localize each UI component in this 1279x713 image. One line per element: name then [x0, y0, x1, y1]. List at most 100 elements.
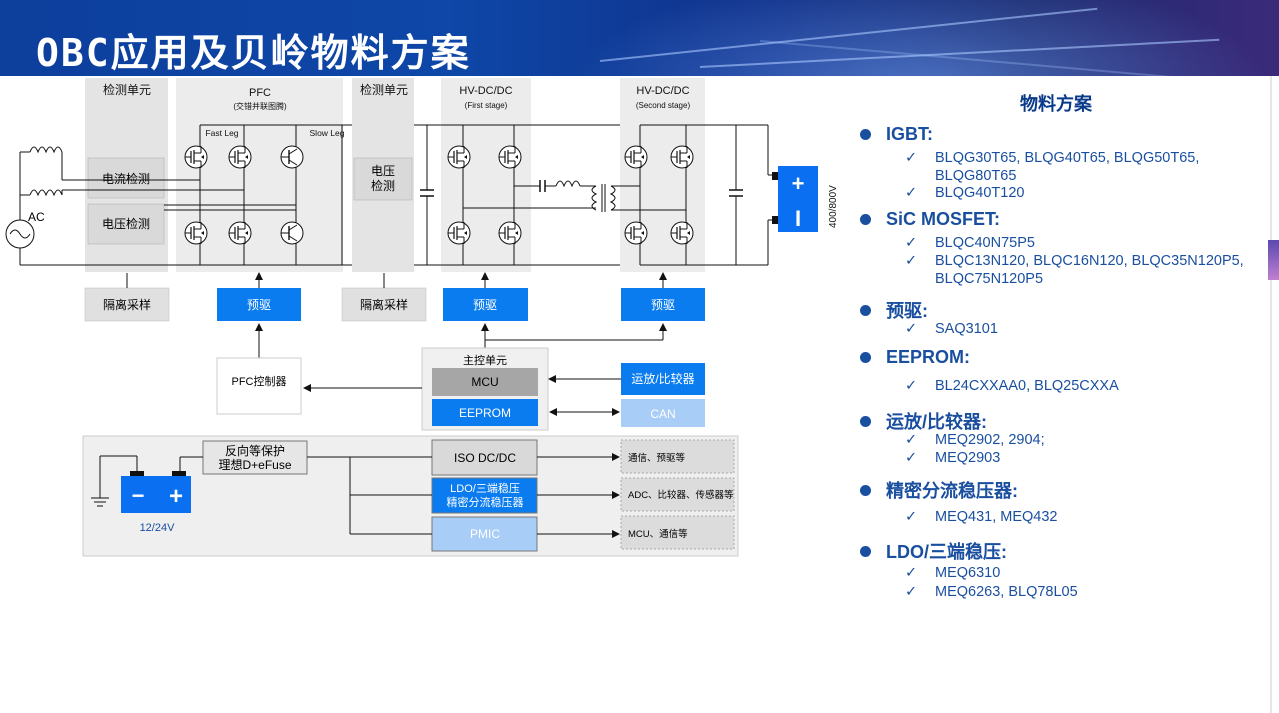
hv1-mosfet-icon — [498, 145, 522, 169]
ldo-label-1: LDO/三端稳压 — [450, 481, 520, 495]
isolation-sampling-1-box — [84, 287, 170, 322]
list-item: ✓SAQ3101 — [905, 321, 998, 337]
output-2-label: ADC、比较器、传感器等 — [628, 489, 734, 501]
check-icon: ✓ — [905, 235, 918, 251]
lv-battery-voltage: 12/24V — [140, 522, 176, 534]
predriver-1-box — [217, 288, 301, 321]
hv-battery-minus: I — [795, 206, 801, 231]
list-item: ✓BLQC40N75P5 — [905, 235, 1035, 251]
opamp-label: 运放/比较器 — [631, 371, 694, 386]
transformer-primary-icon — [591, 185, 598, 211]
voltage-detect-box — [87, 203, 165, 245]
category-sic-mosfet: SiC MOSFET: — [860, 209, 1000, 230]
predriver-2-box — [443, 288, 528, 321]
category-shunt-regulator: 精密分流稳压器: — [860, 477, 1018, 503]
main-control-label: 主控单元 — [463, 353, 507, 367]
hv-battery-plus: + — [792, 171, 805, 196]
materials-panel: 物料方案 IGBT: ✓BLQG30T65, BLQG40T65, BLQG50… — [850, 86, 1270, 626]
list-item: ✓BLQG40T120 — [905, 185, 1025, 201]
hv-dcdc-1-sub-label: (First stage) — [465, 101, 508, 110]
inductor-icon — [29, 146, 63, 154]
hv-dcdc-1-label: HV-DC/DC — [459, 85, 512, 97]
hv2-mosfet-icon — [670, 221, 694, 245]
check-icon: ✓ — [905, 321, 918, 337]
pfc-igbt-icon — [280, 145, 304, 169]
check-icon: ✓ — [905, 378, 918, 394]
bullet-icon — [860, 545, 871, 557]
pfc-igbt-icon — [280, 221, 304, 245]
bullet-icon — [860, 352, 871, 363]
inductor-icon — [29, 189, 63, 197]
list-item: ✓MEQ6263, BLQ78L05 — [905, 584, 1078, 600]
pfc-mosfet-icon — [184, 145, 208, 169]
check-icon: ✓ — [905, 253, 918, 269]
pfc-sub-label: (交错并联图腾) — [233, 101, 287, 111]
ldo-box — [431, 477, 538, 514]
pfc-controller-label: PFC控制器 — [232, 374, 287, 388]
output-2-box — [620, 477, 735, 512]
header-banner — [0, 0, 1279, 76]
current-detect-box — [87, 157, 165, 199]
mcu-box — [432, 368, 538, 396]
voltage-detect-2-label-a: 电压 — [371, 164, 395, 178]
check-icon: ✓ — [905, 450, 918, 466]
bullet-icon — [860, 304, 871, 316]
list-item: ✓MEQ6310 — [905, 565, 1001, 581]
check-icon: ✓ — [905, 432, 918, 448]
materials-title: 物料方案 — [1020, 94, 1092, 114]
lv-battery-plus: + — [169, 483, 183, 510]
header-glow — [540, 0, 1279, 76]
bullet-icon — [860, 484, 871, 496]
page-title: OBC应用及贝岭物料方案 — [36, 31, 471, 75]
output-3-box — [620, 515, 735, 550]
eeprom-box — [432, 399, 538, 426]
divider — [1270, 76, 1272, 713]
eeprom-label: EEPROM — [459, 406, 511, 420]
category-igbt: IGBT: — [860, 124, 933, 145]
reverse-protect-label-2: 理想D+eFuse — [218, 457, 291, 472]
opamp-box — [621, 363, 705, 395]
list-item: ✓BLQG30T65, BLQG40T65, BLQG50T65, BLQG80… — [905, 150, 1200, 184]
voltage-detect-2-label-b: 检测 — [371, 178, 395, 193]
hv-dcdc-2-label: HV-DC/DC — [636, 85, 689, 97]
hv2-mosfet-icon — [624, 145, 648, 169]
output-voltage-label: 400/800V — [828, 185, 839, 228]
list-item: ✓BL24CXXAA0, BLQ25CXXA — [905, 378, 1119, 394]
category-opamp: 运放/比较器: — [860, 408, 987, 434]
voltage-detect-label: 电压检测 — [102, 216, 150, 231]
output-3-label: MCU、通信等 — [628, 528, 688, 540]
predriver-1-label: 预驱 — [247, 298, 271, 312]
predriver-3-box — [621, 288, 705, 321]
decor-bar — [1268, 240, 1279, 280]
output-1-box — [620, 439, 735, 474]
iso-dcdc-label: ISO DC/DC — [454, 451, 516, 465]
isolation-sampling-2-box — [341, 287, 427, 322]
predriver-2-label: 预驱 — [473, 298, 497, 312]
reverse-protect-box — [202, 440, 308, 475]
bullet-icon — [860, 129, 871, 140]
lv-battery-minus: − — [132, 483, 145, 508]
bullet-icon — [860, 214, 871, 225]
hv1-mosfet-icon — [447, 145, 471, 169]
hv2-mosfet-icon — [670, 145, 694, 169]
can-label: CAN — [650, 407, 675, 421]
category-ldo: LDO/三端稳压: — [860, 538, 1007, 564]
voltage-detect-2-box — [353, 157, 413, 201]
pfc-mosfet-icon — [228, 221, 252, 245]
pfc-label: PFC — [249, 87, 271, 99]
hv-dcdc-2-sub-label: (Second stage) — [636, 101, 691, 110]
predriver-3-label: 预驱 — [651, 298, 675, 312]
slow-leg-label: Slow Leg — [310, 128, 345, 138]
reverse-protect-label-1: 反向等保护 — [225, 443, 285, 458]
list-item: ✓BLQC13N120, BLQC16N120, BLQC35N120P5, B… — [905, 253, 1244, 287]
current-detect-label: 电流检测 — [102, 171, 150, 186]
check-icon: ✓ — [905, 185, 918, 201]
check-icon: ✓ — [905, 509, 918, 525]
list-item: ✓MEQ431, MEQ432 — [905, 509, 1058, 525]
pmic-label: PMIC — [470, 527, 500, 541]
check-icon: ✓ — [905, 150, 918, 166]
hv1-mosfet-icon — [498, 221, 522, 245]
pfc-controller-box — [216, 357, 302, 415]
detect-unit-1-label: 检测单元 — [103, 82, 151, 97]
